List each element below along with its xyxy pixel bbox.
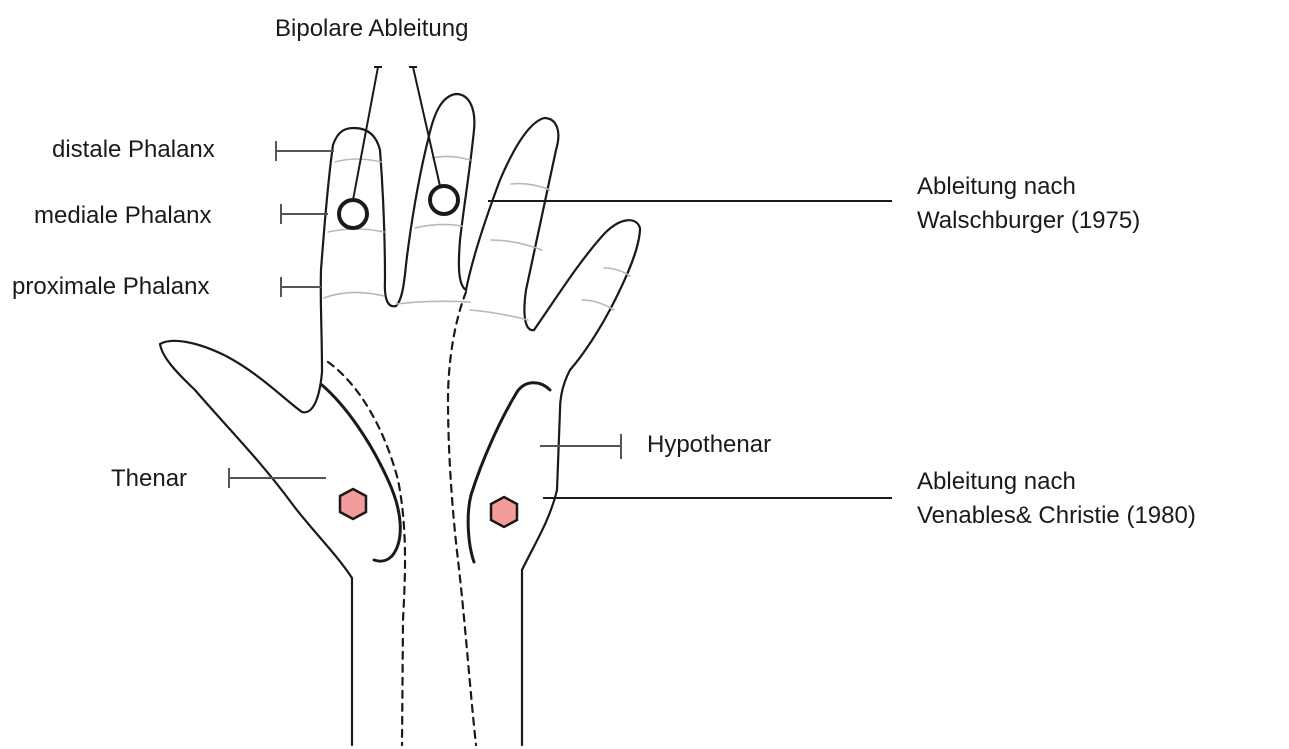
- hypothenar-arc: [468, 383, 550, 562]
- crease-middle-medial: [415, 224, 462, 228]
- label-proximal-phalanx: proximale Phalanx: [12, 270, 209, 304]
- palm-electrode-hypothenar: [491, 497, 517, 527]
- dashed-line-center: [448, 292, 476, 745]
- crease-middle-distal: [432, 156, 470, 160]
- hand-outline-little-finger: [522, 220, 640, 745]
- label-medial-phalanx: mediale Phalanx: [34, 199, 211, 233]
- label-venables-christie: Ableitung nach Venables& Christie (1980): [917, 465, 1196, 533]
- label-venables-line2: Venables& Christie (1980): [917, 499, 1196, 533]
- palm-electrode-thenar: [340, 489, 366, 519]
- label-walschburger-line1: Ableitung nach: [917, 170, 1140, 204]
- crease-ring-distal: [511, 184, 550, 190]
- crease-little-medial: [582, 300, 614, 310]
- finger-electrode-index: [339, 200, 367, 228]
- thenar-arc: [322, 385, 400, 561]
- lead-wire-left: [353, 67, 378, 200]
- bipolar-lead-title: Bipolare Ableitung: [275, 12, 468, 46]
- lead-wire-right: [413, 67, 440, 186]
- crease-index-distal: [335, 159, 381, 162]
- label-hypothenar: Hypothenar: [647, 428, 771, 462]
- hand-outline-ring-finger: [466, 118, 558, 330]
- label-venables-line1: Ableitung nach: [917, 465, 1196, 499]
- crease-index-proximal: [324, 292, 384, 298]
- label-walschburger: Ableitung nach Walschburger (1975): [917, 170, 1140, 238]
- label-thenar: Thenar: [111, 462, 187, 496]
- finger-electrode-middle: [430, 186, 458, 214]
- crease-middle-proximal: [396, 301, 470, 304]
- label-distal-phalanx: distale Phalanx: [52, 133, 215, 167]
- label-walschburger-line2: Walschburger (1975): [917, 204, 1140, 238]
- crease-ring-proximal: [470, 310, 528, 320]
